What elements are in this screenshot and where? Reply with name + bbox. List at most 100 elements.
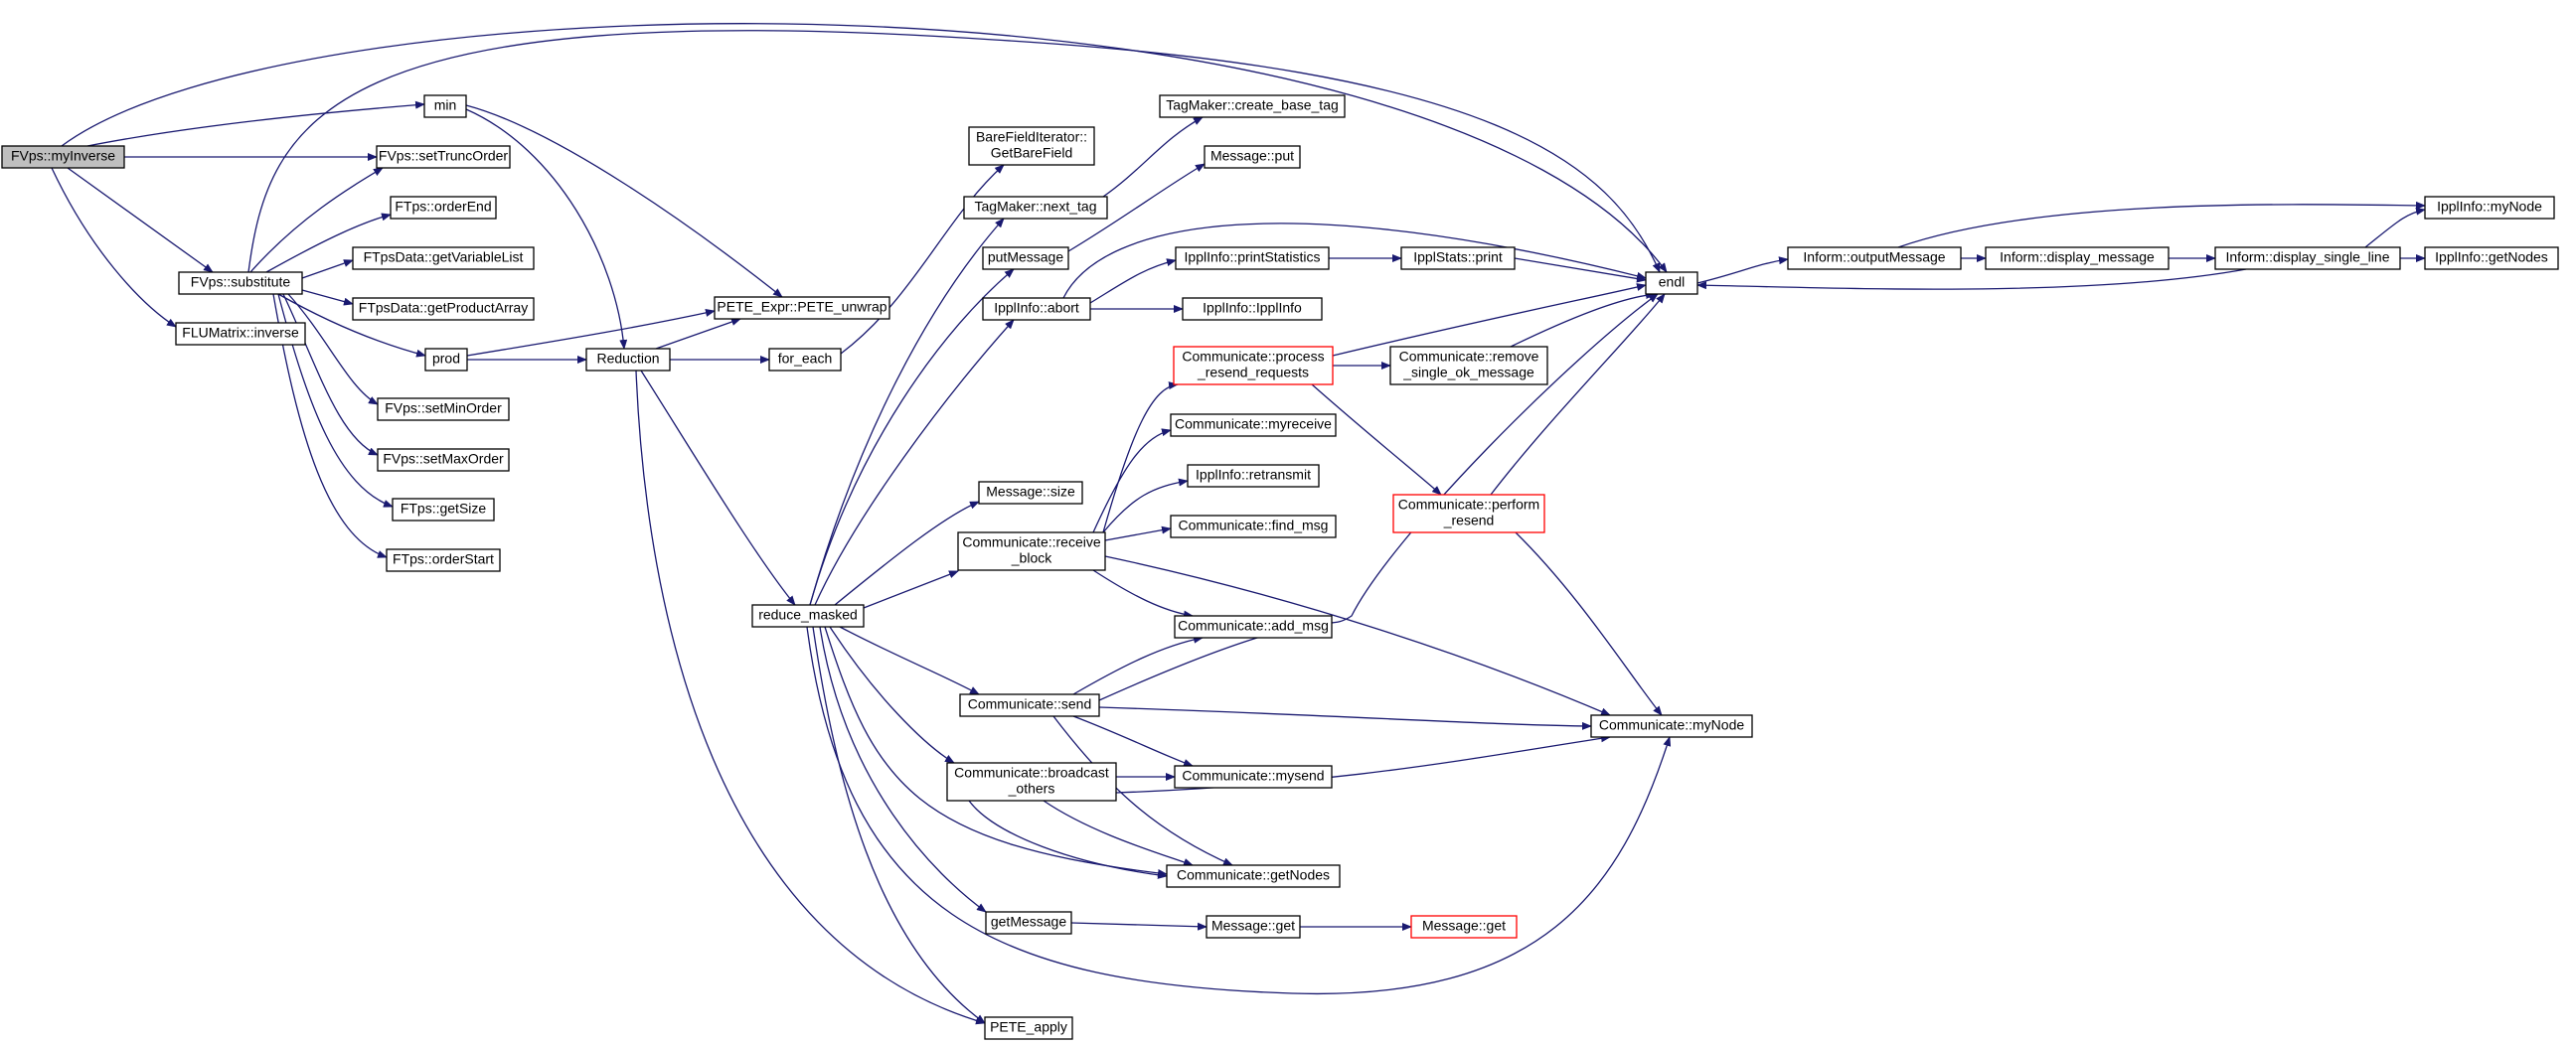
node-myInverse[interactable]: FVps::myInverse (1, 145, 125, 169)
edge-from-substitute-9 (301, 289, 354, 306)
node-nextTag[interactable]: TagMaker::next_tag (963, 196, 1108, 220)
node-box (1206, 915, 1301, 939)
node-substitute[interactable]: FVps::substitute (178, 271, 303, 295)
node-box (751, 604, 865, 628)
node-ipplMyNode[interactable]: IpplInfo::myNode (2424, 196, 2555, 220)
node-label: getMessage (991, 914, 1066, 930)
node-send[interactable]: Communicate::send (959, 693, 1100, 717)
node-box (984, 1016, 1073, 1040)
nodes-layer: FVps::myInverse minFVps::setTruncOrderFTp… (1, 94, 2559, 1040)
edge-from-endl-65 (1696, 256, 1789, 284)
node-foreach[interactable]: for_each (768, 348, 842, 372)
node-getSize[interactable]: FTps::getSize (392, 498, 495, 522)
node-getProductArray[interactable]: FTpsData::getProductArray (352, 297, 535, 321)
node-ipplGetNodes[interactable]: IpplInfo::getNodes (2424, 246, 2559, 270)
node-receiveBlock[interactable]: Communicate::receive_block (957, 531, 1106, 571)
node-box (1174, 615, 1333, 639)
node-retransmit[interactable]: IpplInfo::retransmit (1187, 464, 1320, 488)
node-label: FVps::myInverse (11, 148, 115, 164)
edge-from-nextTag-35 (1102, 116, 1204, 198)
node-getBareField[interactable]: BareFieldIterator::GetBareField (968, 126, 1095, 166)
node-box (714, 296, 890, 320)
node-label: _resend_requests (1197, 365, 1309, 380)
node-endl[interactable]: endl (1645, 271, 1698, 295)
node-msgGet[interactable]: Message::get (1206, 915, 1301, 939)
node-findMsg[interactable]: Communicate::find_msg (1170, 515, 1337, 538)
node-createBaseTag[interactable]: TagMaker::create_base_tag (1159, 94, 1346, 118)
node-commMyNode[interactable]: Communicate::myNode (1590, 714, 1753, 738)
node-label: Communicate::remove (1399, 349, 1539, 365)
node-mysend[interactable]: Communicate::mysend (1174, 765, 1333, 789)
node-box (386, 548, 501, 572)
node-box (1, 145, 125, 169)
edge-from-substitute-12 (282, 293, 379, 456)
node-inverse[interactable]: FLUMatrix::inverse (175, 322, 306, 346)
node-box (392, 498, 495, 522)
node-broadcast[interactable]: Communicate::broadcast_others (946, 762, 1117, 802)
node-removeSingle[interactable]: Communicate::remove_single_ok_message (1389, 346, 1548, 385)
node-msgGetRed[interactable]: Message::get (1410, 915, 1518, 939)
node-label: _others (1008, 781, 1055, 797)
edge-from-myInverse-1 (86, 100, 425, 147)
edge-from-reduction-21 (640, 370, 796, 606)
node-reduceMasked[interactable]: reduce_masked (751, 604, 865, 628)
node-statsPrint[interactable]: IpplStats::print (1400, 246, 1516, 270)
node-printStatistics[interactable]: IpplInfo::printStatistics (1175, 246, 1330, 270)
node-commGetNodes[interactable]: Communicate::getNodes (1166, 864, 1341, 888)
node-box (1645, 271, 1698, 295)
edge-from-reduceMasked-28 (863, 570, 959, 609)
node-reduction[interactable]: Reduction (585, 348, 671, 372)
node-label: FVps::setMaxOrder (383, 451, 504, 467)
node-setMinOrder[interactable]: FVps::setMinOrder (377, 397, 510, 421)
node-box (1389, 346, 1548, 385)
edge-from-myInverse-0 (61, 23, 1668, 273)
node-prod[interactable]: prod (424, 348, 468, 372)
node-displayMessage[interactable]: Inform::display_message (1985, 246, 2170, 270)
edge-from-send-48 (1098, 706, 1592, 730)
node-label: min (434, 97, 457, 113)
node-orderEnd[interactable]: FTps::orderEnd (390, 196, 497, 220)
node-msgPut[interactable]: Message::put (1204, 145, 1301, 169)
edge-from-send-49 (1072, 715, 1194, 767)
node-box (2424, 196, 2555, 220)
node-label: reduce_masked (758, 607, 858, 623)
node-processResend[interactable]: Communicate::process_resend_requests (1173, 346, 1334, 385)
node-label: TagMaker::next_tag (975, 199, 1097, 215)
node-putMessage[interactable]: putMessage (982, 246, 1069, 270)
node-label: FTpsData::getProductArray (359, 300, 528, 316)
node-box (1166, 864, 1341, 888)
node-displaySingleLine[interactable]: Inform::display_single_line (2214, 246, 2401, 270)
edge-from-reduceMasked-27 (834, 501, 980, 606)
node-min[interactable]: min (423, 94, 467, 118)
node-abort[interactable]: IpplInfo::abort (982, 297, 1091, 321)
edge-from-reduceMasked-31 (819, 626, 987, 913)
node-label: Communicate::perform (1398, 497, 1539, 513)
node-outputMessage[interactable]: Inform::outputMessage (1787, 246, 1962, 270)
node-orderStart[interactable]: FTps::orderStart (386, 548, 501, 572)
node-getVariableList[interactable]: FTpsData::getVariableList (352, 246, 535, 270)
edge-from-foreach-23 (840, 164, 1005, 355)
node-box (1175, 246, 1330, 270)
node-peteApply[interactable]: PETE_apply (984, 1016, 1073, 1040)
node-label: Inform::display_single_line (2226, 249, 2390, 265)
node-getMessage[interactable]: getMessage (985, 911, 1072, 935)
node-setMaxOrder[interactable]: FVps::setMaxOrder (377, 448, 510, 472)
node-label: IpplInfo::myNode (2437, 199, 2542, 215)
node-myreceive[interactable]: Communicate::myreceive (1170, 413, 1337, 437)
node-msgSize[interactable]: Message::size (978, 481, 1083, 505)
edge-from-putMessage-36 (1067, 163, 1206, 252)
node-box (957, 531, 1106, 571)
edge-from-reduceMasked-25 (809, 268, 1015, 606)
node-label: Inform::outputMessage (1803, 249, 1945, 265)
node-label: Communicate::find_msg (1179, 518, 1329, 533)
node-box (1170, 515, 1337, 538)
node-addMsg[interactable]: Communicate::add_msg (1174, 615, 1333, 639)
edge-from-performResend-63 (1490, 293, 1666, 496)
node-performResend[interactable]: Communicate::perform_resend (1392, 494, 1545, 533)
edge-from-broadcast-54 (968, 800, 1168, 879)
node-ipplInfoCtor[interactable]: IpplInfo::IpplInfo (1182, 297, 1323, 321)
node-unwrap[interactable]: PETE_Expr::PETE_unwrap (714, 296, 890, 320)
node-setTruncOrder[interactable]: FVps::setTruncOrder (376, 145, 511, 169)
edge-from-reduceMasked-30 (829, 626, 955, 764)
node-label: putMessage (988, 249, 1063, 265)
